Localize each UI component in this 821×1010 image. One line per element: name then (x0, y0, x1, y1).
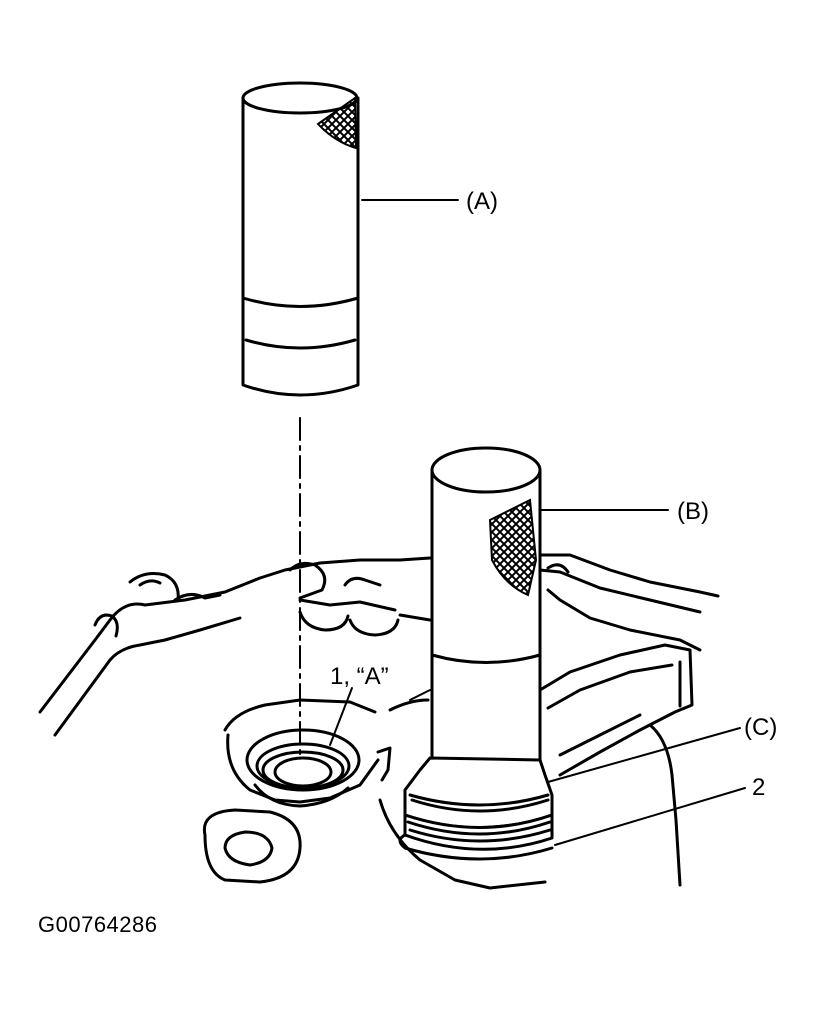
label-part-1: 1, “A” (330, 663, 389, 690)
tool-c-collar (403, 756, 554, 829)
label-c: (C) (744, 714, 777, 741)
transmission-case (38, 553, 720, 890)
oil-seal-bore (245, 728, 361, 808)
label-b: (B) (677, 498, 709, 525)
leader-lines (329, 199, 746, 846)
label-part-2: 2 (752, 774, 765, 801)
loose-seal-ring (202, 808, 302, 884)
part-2-spacer (398, 813, 554, 861)
label-a: (A) (466, 188, 498, 215)
tool-a-installer (241, 81, 360, 397)
figure-code: G00764286 (38, 912, 158, 937)
tool-b-holder (430, 446, 542, 782)
